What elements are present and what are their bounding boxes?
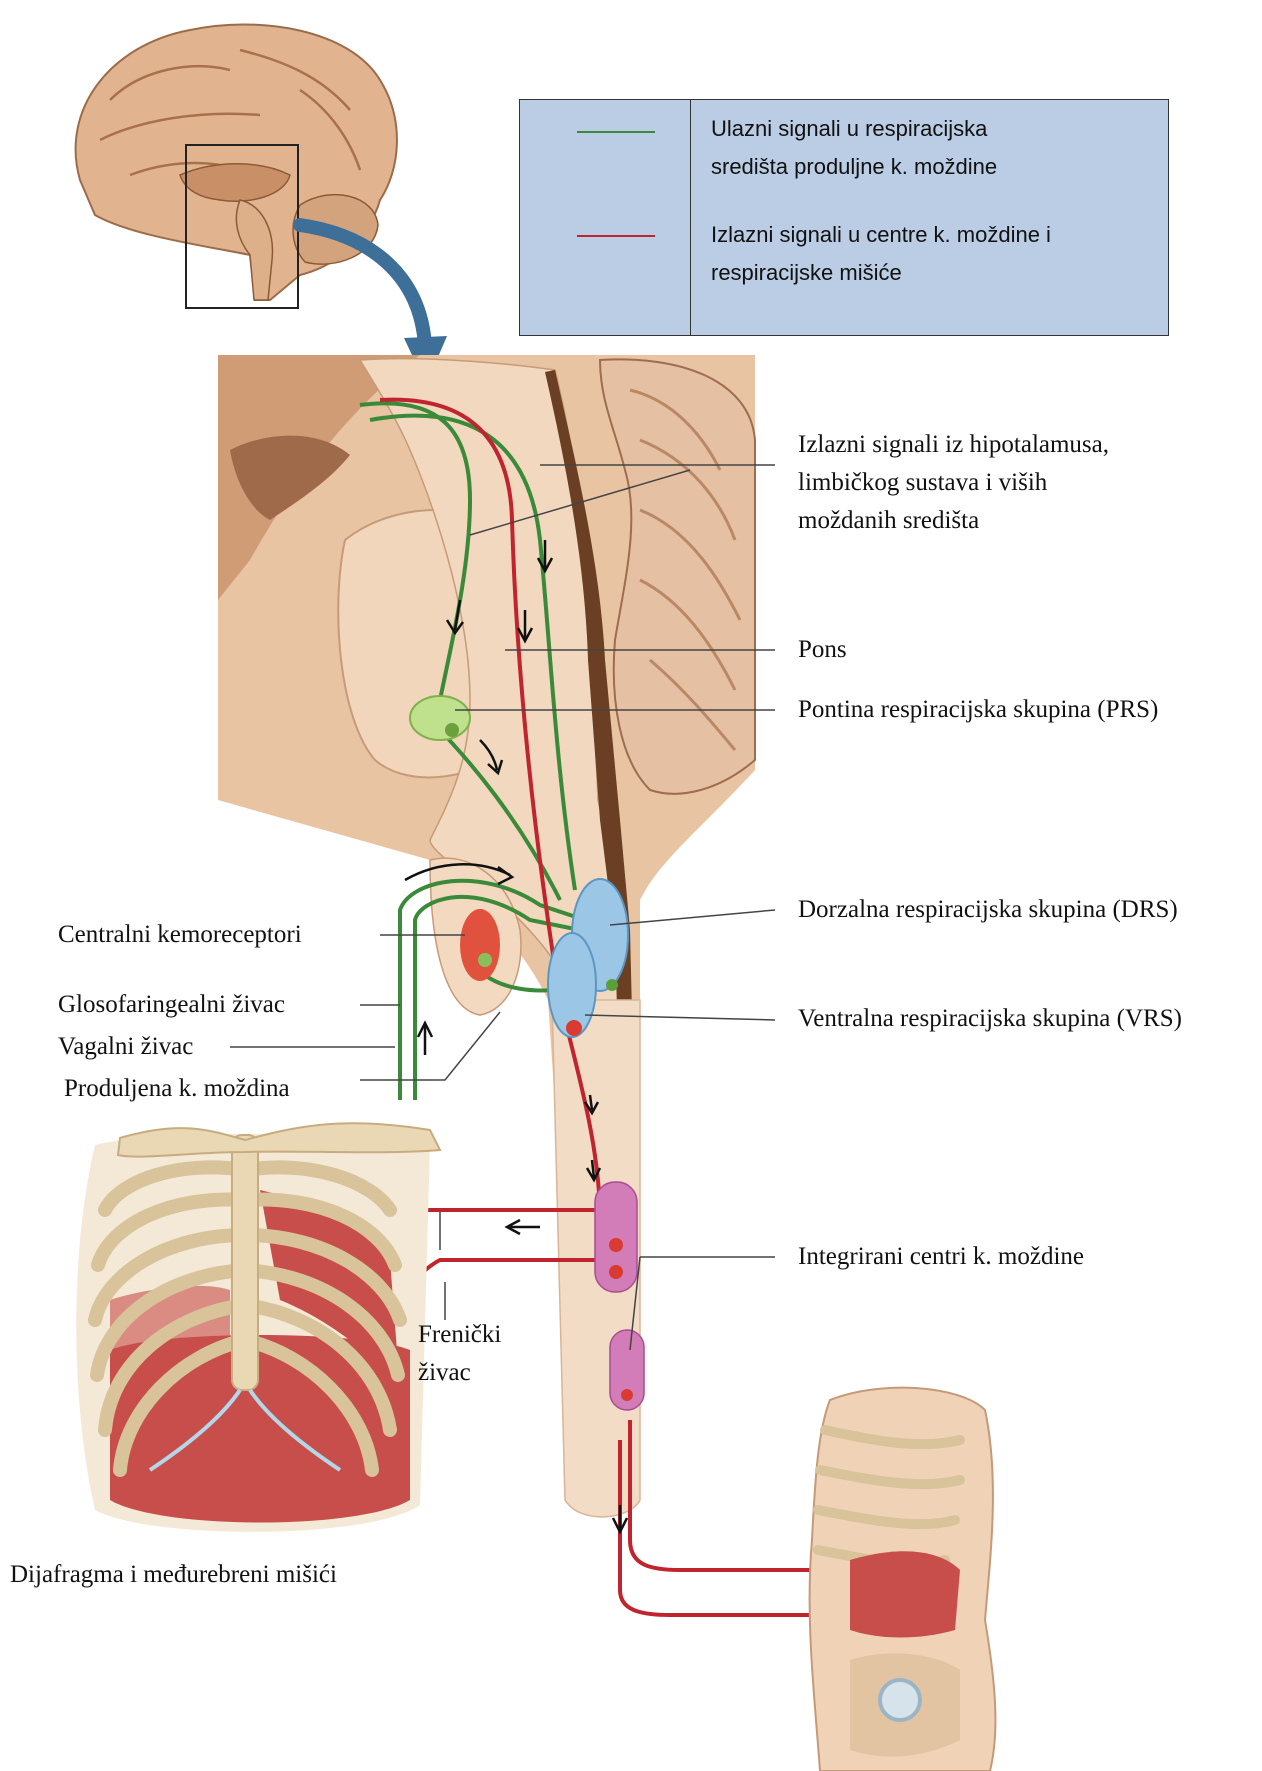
legend-output-swatch [577, 235, 655, 237]
legend-divider [690, 100, 691, 335]
label-medulla: Produljena k. moždina [64, 1072, 290, 1105]
label-glossopharyngeal-nerve: Glosofaringealni živac [58, 988, 285, 1021]
central-chemoreceptor [460, 909, 500, 981]
label-vrs: Ventralna respiracijska skupina (VRS) [798, 1002, 1182, 1035]
legend-output-text-2: respiracijske mišiće [711, 255, 902, 291]
legend-input-text-2: središta produljne k. moždine [711, 149, 997, 185]
label-integrated-centers: Integrirani centri k. moždine [798, 1240, 1084, 1273]
rib-cage-illustration [76, 1123, 440, 1532]
label-higher-centers-1: Izlazni signali iz hipotalamusa, [798, 428, 1109, 461]
label-phrenic-2: živac [418, 1356, 471, 1389]
legend-input-swatch [577, 131, 655, 133]
label-higher-centers-2: limbičkog sustava i viših [798, 466, 1047, 499]
label-drs: Dorzalna respiracijska skupina (DRS) [798, 893, 1178, 926]
legend: Ulazni signali u respiracijska središta … [519, 99, 1169, 336]
brain-sagittal-illustration [76, 24, 397, 308]
torso-illustration [810, 1388, 996, 1771]
label-central-chemoreceptors: Centralni kemoreceptori [58, 918, 302, 951]
legend-output-text-1: Izlazni signali u centre k. moždine i [711, 217, 1051, 253]
label-diaphragm: Dijafragma i međurebreni mišići [10, 1558, 337, 1591]
legend-input-text-1: Ulazni signali u respiracijska [711, 111, 987, 147]
label-pons: Pons [798, 633, 847, 666]
label-higher-centers-3: moždanih središta [798, 504, 979, 537]
label-phrenic-1: Frenički [418, 1318, 501, 1351]
label-vagus-nerve: Vagalni živac [58, 1030, 193, 1063]
prs-cluster [410, 696, 470, 740]
label-prs: Pontina respiracijska skupina (PRS) [798, 693, 1158, 726]
